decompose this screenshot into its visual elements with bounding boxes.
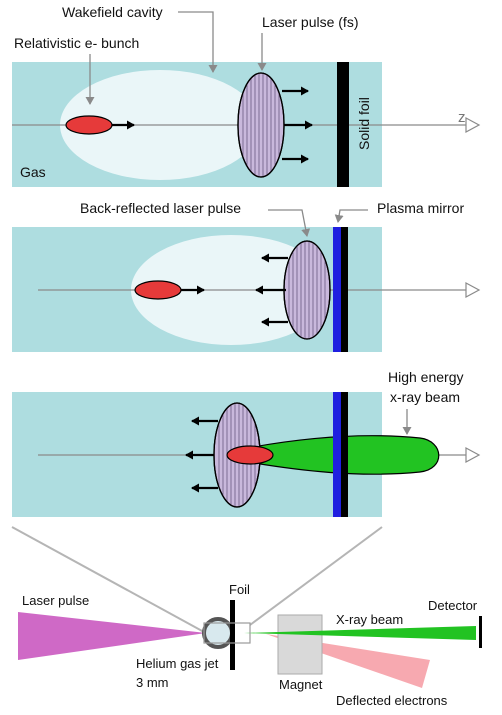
plasma-mirror (333, 227, 341, 352)
plasma-mirror-back (339, 392, 348, 517)
plasma-mirror-back (339, 227, 348, 352)
xray-label-line2: x-ray beam (390, 389, 460, 405)
zoom-box (203, 622, 251, 644)
solid-foil-label: Solid foil (356, 97, 372, 150)
setup-jet-label-line1: Helium gas jet (136, 656, 219, 671)
zoom-line (249, 526, 383, 626)
setup-detector-label: Detector (428, 598, 478, 613)
laser-label: Laser pulse (fs) (262, 14, 358, 30)
detector (479, 616, 482, 648)
plasma-mirror-callout (334, 209, 368, 223)
panel-3: High energy x-ray beam (12, 369, 481, 517)
bunch-label: Relativistic e- bunch (14, 35, 139, 51)
back-reflected-callout (268, 209, 311, 237)
laser-cone (18, 612, 206, 660)
setup-deflected-label: Deflected electrons (336, 693, 448, 708)
xray-label-line1: High energy (388, 369, 464, 385)
setup-foil-label: Foil (229, 582, 250, 597)
setup-xray-label: X-ray beam (336, 612, 403, 627)
wakefield-label: Wakefield cavity (62, 4, 163, 20)
panel-2: Back-reflected laser pulse Plasma mirror (12, 200, 481, 352)
z-axis-label: z (458, 109, 466, 126)
setup-laser-label: Laser pulse (22, 593, 89, 608)
experimental-setup: Laser pulse Foil Detector X-ray beam Hel… (11, 526, 482, 708)
plasma-mirror (333, 392, 341, 517)
plasma-mirror-label: Plasma mirror (377, 200, 464, 216)
electron-bunch (134, 280, 182, 300)
wakefield-callout (178, 11, 218, 73)
laser-pulse (237, 72, 285, 178)
setup-magnet-label: Magnet (279, 677, 323, 692)
gas-label: Gas (20, 164, 46, 180)
electron-bunch (65, 115, 113, 135)
setup-jet-label-line2: 3 mm (136, 675, 169, 690)
back-reflected-pulse (283, 240, 331, 340)
back-reflected-label: Back-reflected laser pulse (80, 200, 241, 216)
xray-beam-setup (244, 626, 476, 640)
panel-1: z Solid foil Gas Relativistic e- bunch (12, 4, 481, 187)
foil (230, 600, 235, 670)
solid-foil (337, 62, 349, 187)
electron-bunch (226, 445, 274, 465)
magnet (277, 614, 323, 675)
zoom-line (11, 526, 205, 633)
